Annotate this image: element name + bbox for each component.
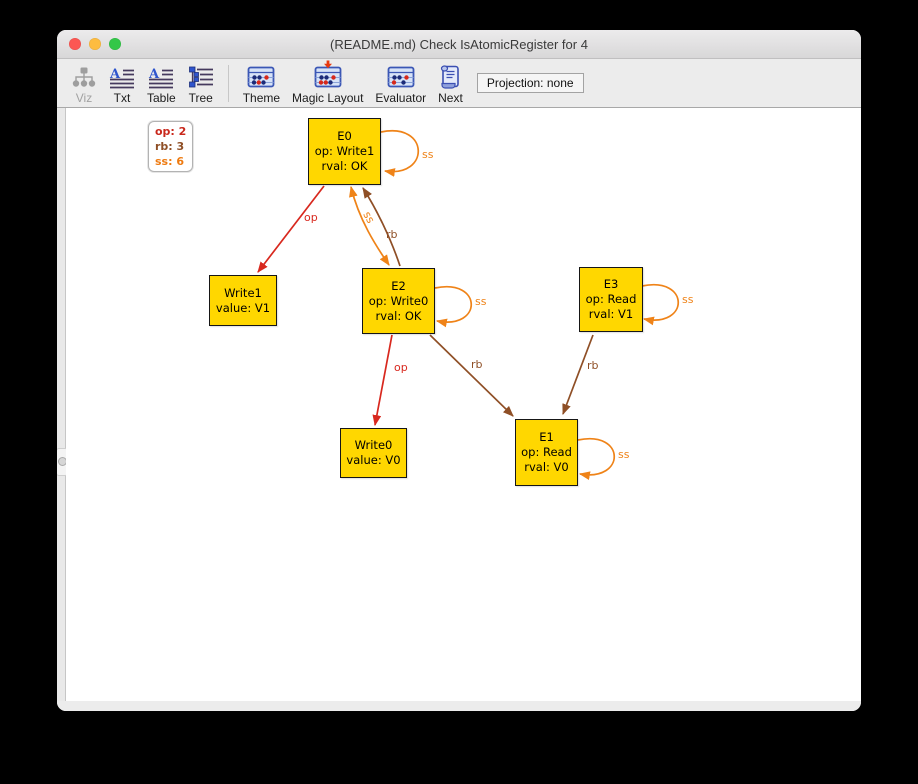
theme-abacus-icon xyxy=(246,63,276,90)
legend-item-ss: ss: 6 xyxy=(155,155,184,168)
table-text-icon: A xyxy=(148,63,174,90)
title-bar[interactable]: (README.md) Check IsAtomicRegister for 4 xyxy=(57,30,861,59)
node-title: Write1 xyxy=(224,285,262,300)
svg-text:A: A xyxy=(109,67,121,82)
toolbar-button-evaluator[interactable]: Evaluator xyxy=(369,61,432,105)
svg-text:A: A xyxy=(148,67,160,82)
edge-label-ss: ss xyxy=(360,209,377,225)
graph-node-write1[interactable]: Write1 value: V1 xyxy=(209,275,277,326)
minimize-button[interactable] xyxy=(89,38,101,50)
viz-graph-icon xyxy=(71,63,97,90)
graph-node-e0[interactable]: E0 op: Write1 rval: OK xyxy=(308,118,381,185)
edge-label-ss: ss xyxy=(475,295,487,308)
graph-node-write0[interactable]: Write0 value: V0 xyxy=(340,428,407,478)
edge-legend: op: 2 rb: 3 ss: 6 xyxy=(148,121,194,172)
content-area: op ss rb op rb rb xyxy=(57,108,861,701)
edge-ss-loop-e3 xyxy=(641,283,679,326)
text-lines-icon: A xyxy=(109,63,135,90)
node-title: E1 xyxy=(539,430,554,444)
node-title: E0 xyxy=(337,129,352,143)
close-button[interactable] xyxy=(69,38,81,50)
graph-node-e3[interactable]: E3 op: Read rval: V1 xyxy=(579,267,643,332)
toolbar-label: Viz xyxy=(75,91,93,105)
toolbar-label: Table xyxy=(147,91,176,105)
node-rval: rval: V1 xyxy=(588,307,634,321)
toolbar-button-next[interactable]: Next xyxy=(432,61,469,105)
toolbar-button-viz[interactable]: Viz xyxy=(65,61,103,105)
edge-ss-loop-e2 xyxy=(434,285,472,328)
edge-rb-e3-e1 xyxy=(562,334,594,416)
node-rval: rval: V0 xyxy=(524,460,569,474)
toolbar-label: Tree xyxy=(188,91,213,105)
edge-ss-e0-e2 xyxy=(349,185,390,266)
node-title: Write0 xyxy=(354,438,393,452)
edge-label-ss: ss xyxy=(422,148,434,161)
sidebar-splitter[interactable] xyxy=(57,108,68,701)
toolbar-button-theme[interactable]: Theme xyxy=(237,61,286,105)
window-footer xyxy=(57,701,861,711)
node-op: op: Write1 xyxy=(314,144,375,158)
edge-label-rb: rb xyxy=(587,359,599,372)
edge-label-ss: ss xyxy=(618,448,630,461)
edge-op-e0-write1 xyxy=(257,185,325,273)
edge-rb-e2-e0 xyxy=(362,187,401,267)
node-title: E2 xyxy=(391,278,406,293)
legend-item-op: op: 2 xyxy=(155,125,187,138)
edge-label-rb: rb xyxy=(471,358,483,371)
scroll-icon xyxy=(438,63,462,90)
toolbar-button-tree[interactable]: Tree xyxy=(182,61,220,105)
edge-label-rb: rb xyxy=(386,228,398,241)
toolbar-label: Magic Layout xyxy=(292,91,364,105)
evaluator-abacus-icon xyxy=(386,63,416,90)
projection-field[interactable]: Projection: none xyxy=(476,73,584,93)
node-value: value: V1 xyxy=(215,300,271,315)
tree-list-icon xyxy=(188,63,214,90)
edge-label-ss: ss xyxy=(682,293,694,306)
node-value: value: V0 xyxy=(346,453,401,467)
toolbar-label: Txt xyxy=(113,91,131,105)
toolbar-label: Evaluator xyxy=(375,91,427,105)
node-op: op: Read xyxy=(521,445,572,459)
app-window: (README.md) Check IsAtomicRegister for 4… xyxy=(57,30,861,711)
node-rval: rval: OK xyxy=(375,308,422,323)
graph-node-e2[interactable]: E2 op: Write0 rval: OK xyxy=(362,268,435,334)
node-op: op: Read xyxy=(585,292,637,306)
graph-canvas[interactable]: op ss rb op rb rb xyxy=(66,108,861,701)
node-title: E3 xyxy=(603,277,619,291)
graph-node-e1[interactable]: E1 op: Read rval: V0 xyxy=(515,419,578,486)
edge-label-op: op xyxy=(304,211,318,224)
toolbar-button-magic-layout[interactable]: Magic Layout xyxy=(286,60,369,105)
toolbar-label: Next xyxy=(438,91,463,105)
edge-ss-loop-e1 xyxy=(577,437,615,481)
window-title: (README.md) Check IsAtomicRegister for 4 xyxy=(330,36,588,52)
legend-item-rb: rb: 3 xyxy=(155,140,185,153)
edge-op-e2-write0 xyxy=(372,334,393,427)
edge-ss-loop-e0 xyxy=(380,129,420,177)
toolbar: Viz A Txt A Table xyxy=(57,59,861,108)
magic-layout-icon xyxy=(313,60,343,90)
toolbar-button-table[interactable]: A Table xyxy=(141,61,182,105)
toolbar-label: Theme xyxy=(242,91,281,105)
node-rval: rval: OK xyxy=(321,159,368,173)
edge-rb-e2-e1 xyxy=(429,334,514,417)
zoom-button[interactable] xyxy=(109,38,121,50)
edge-label-op: op xyxy=(394,361,408,374)
traffic-lights xyxy=(69,30,121,58)
toolbar-separator xyxy=(227,64,229,102)
graph-edges-layer: op ss rb op rb rb xyxy=(257,129,694,481)
toolbar-button-txt[interactable]: A Txt xyxy=(103,61,141,105)
node-op: op: Write0 xyxy=(368,293,429,308)
